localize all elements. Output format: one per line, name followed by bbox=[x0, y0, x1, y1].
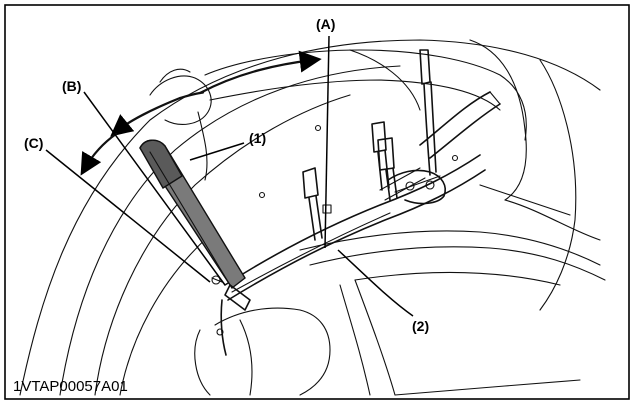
leader-b bbox=[83, 91, 226, 286]
leader-2 bbox=[337, 249, 414, 317]
label-c: (C) bbox=[24, 135, 43, 151]
label-a: (A) bbox=[316, 16, 335, 32]
figure-code: 1VTAP00057A01 bbox=[13, 378, 128, 395]
hand-lever bbox=[139, 139, 251, 356]
label-part-1: (1) bbox=[249, 130, 266, 146]
control-levers bbox=[302, 49, 446, 241]
motion-arrow bbox=[80, 50, 322, 176]
lever-guide-plate bbox=[224, 91, 501, 301]
label-part-2: (2) bbox=[412, 318, 429, 334]
leader-a bbox=[324, 35, 330, 249]
figure-border bbox=[4, 4, 630, 400]
leader-c bbox=[45, 149, 211, 283]
cab-line-art bbox=[19, 39, 606, 396]
label-b: (B) bbox=[62, 78, 81, 94]
leader-1 bbox=[189, 142, 245, 161]
